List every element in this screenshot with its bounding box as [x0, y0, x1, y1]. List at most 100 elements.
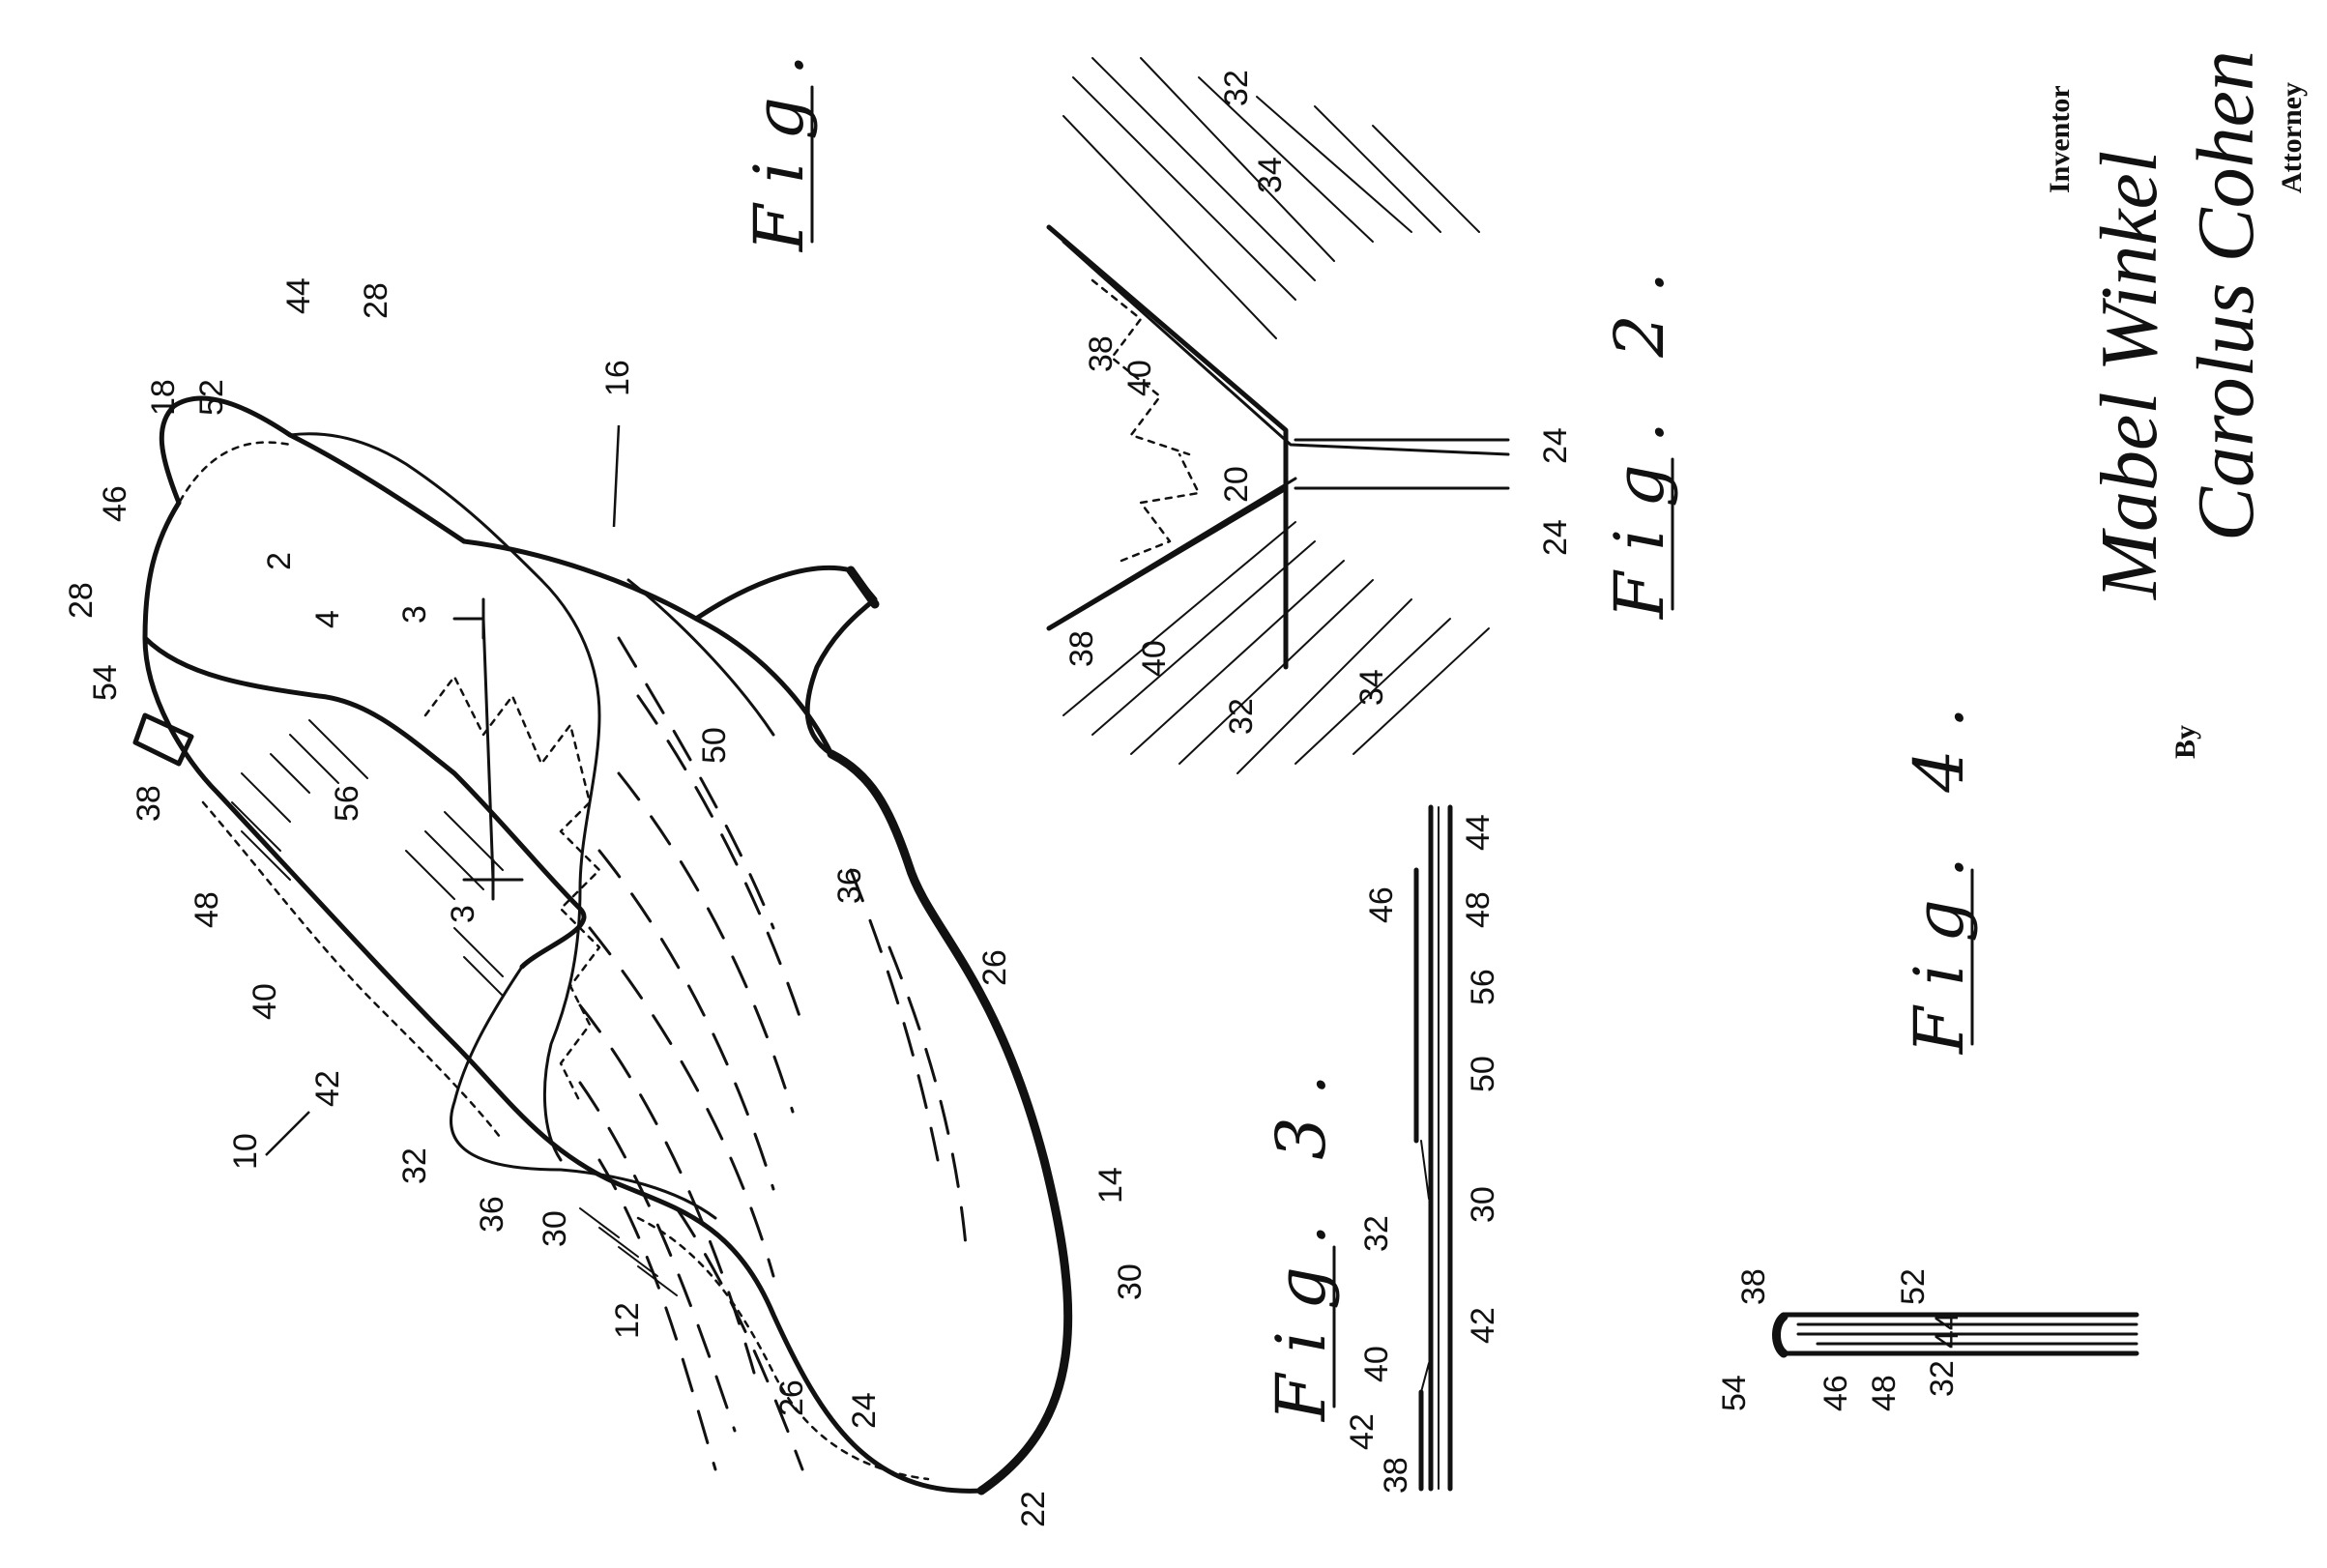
- fig1-upper-outline: [142, 500, 984, 1494]
- fig4-layers: [1796, 1322, 2138, 1346]
- fig2-ref-24a: 24: [1537, 427, 1574, 464]
- fig2-caption: Fig. 2.: [1600, 250, 1679, 621]
- fig1-heel-tip: [846, 566, 880, 609]
- fig1-ref-46: 46: [97, 485, 133, 522]
- fig3-ref-44: 44: [1460, 814, 1497, 851]
- fig2-ref-24b: 24: [1537, 519, 1574, 556]
- fig2-ref-32a: 32: [1218, 70, 1255, 106]
- fig1-heel: [461, 538, 878, 757]
- fig4-ref-46: 46: [1818, 1375, 1854, 1411]
- attorney-signature: Carolus Cohen: [2181, 50, 2271, 541]
- fig1-ref-22: 22: [1015, 1491, 1052, 1527]
- fig1-ref-12: 12: [609, 1302, 646, 1339]
- fig1-ref-26a: 26: [773, 1379, 810, 1416]
- fig1-lining-curve: [539, 578, 601, 1162]
- fig3-caption: Fig. 3.: [1262, 1053, 1341, 1423]
- inventor-label: Inventor: [2044, 85, 2076, 193]
- fig1-ref-40: 40: [247, 983, 283, 1020]
- fig2-inner-left: [1062, 240, 1510, 456]
- fig1-ref-26b: 26: [976, 949, 1013, 986]
- fig2-stitch-a: [1091, 278, 1191, 456]
- fig2-ref-32b: 32: [1223, 698, 1260, 735]
- fig4-ref-32: 32: [1924, 1360, 1961, 1397]
- fig3-ref-56: 56: [1465, 969, 1501, 1005]
- fig4-section: 38 54 52 46 48 44 32 Fig. 4.: [1716, 685, 2139, 1411]
- fig4-caption: Fig. 4.: [1900, 685, 1979, 1056]
- fig3-ref-46: 46: [1363, 886, 1400, 923]
- attorney-label: Attorney: [2276, 82, 2308, 193]
- fig3-ref-42b: 42: [1344, 1413, 1381, 1450]
- fig3-ref-38: 38: [1378, 1457, 1414, 1494]
- fig2-stitch-b: [1120, 452, 1201, 563]
- fig1-ref-24: 24: [846, 1392, 883, 1429]
- fig3-ref-50: 50: [1465, 1056, 1501, 1092]
- fig1-ref-28b: 28: [63, 582, 100, 619]
- fig1-ref-10: 10: [227, 1133, 264, 1170]
- fig1-section-line: [452, 597, 524, 901]
- fig1-ref-44: 44: [280, 277, 317, 314]
- fig1-ref-4: 4: [309, 610, 346, 628]
- fig3-ref-32: 32: [1358, 1215, 1395, 1252]
- fig1-ref-32: 32: [396, 1147, 433, 1184]
- fig2-gap: [1294, 438, 1510, 490]
- inventor-signature: Mabel Winkel: [2084, 151, 2174, 600]
- fig1-ref-3b: 3: [445, 905, 481, 923]
- fig2-hatch: [1062, 57, 1490, 774]
- fig2-ref-20: 20: [1218, 466, 1255, 503]
- fig1-tab: [132, 712, 194, 767]
- fig4-outer: [1781, 1312, 2139, 1356]
- fig1-side-stitch: [201, 800, 505, 1143]
- fig2-ref-38a: 38: [1083, 335, 1120, 372]
- fig4-ref-38: 38: [1735, 1268, 1772, 1305]
- fig1-ref-38: 38: [131, 785, 167, 822]
- fig1-ref-numerals: 10 12 14 16 18 22 24 26 26 28 28 30 30 3…: [63, 277, 1149, 1527]
- fig1-ref-28a: 28: [358, 282, 394, 319]
- fig1-ref-52: 52: [193, 379, 230, 416]
- fig1-ref-42: 42: [309, 1070, 346, 1107]
- fig2-ref-34b: 34: [1353, 669, 1390, 706]
- fig1-heel-stitch: [172, 441, 292, 514]
- fig4-ref-44: 44: [1929, 1312, 1965, 1349]
- fig1-ref-30b: 30: [1112, 1263, 1149, 1300]
- fig3-step: [1420, 1140, 1430, 1393]
- fig3-section: 44 46 48 56 50 30 32 42 40 42 38 Fig. 3.: [1262, 804, 1501, 1494]
- fig1-ref-16: 16: [599, 360, 636, 396]
- fig1-zigzag-stitch: [423, 675, 601, 1104]
- fig2-ref-40a: 40: [1121, 360, 1158, 396]
- fig1-insole-edge: [450, 965, 717, 1220]
- fig2-left-wall: [1046, 224, 1289, 670]
- fig2-ref-34a: 34: [1252, 157, 1289, 193]
- fig1-ref-36b: 36: [831, 867, 868, 904]
- fig3-ref-40: 40: [1358, 1346, 1395, 1382]
- fig1-sole-outline: [827, 749, 1073, 1495]
- fig2-ref-38b: 38: [1063, 630, 1100, 667]
- fig1-shoe: 10 12 14 16 18 22 24 26 26 28 28 30 30 3…: [63, 0, 1149, 1527]
- fig2-section: 32 34 38 40 20 24 24 38 40 34 32 Fig. 2.: [1046, 57, 1679, 774]
- fig1-dash-marks: [578, 636, 969, 1471]
- fig3-overlay: [1413, 867, 1424, 1492]
- fig2-inner-right: [1062, 477, 1297, 621]
- fig4-ref-54: 54: [1716, 1375, 1753, 1411]
- fig1-ref-14: 14: [1092, 1167, 1129, 1204]
- fig1-ref-18: 18: [145, 379, 182, 416]
- fig4-edge: [1772, 1312, 1789, 1358]
- fig1-ref-48: 48: [189, 891, 225, 928]
- fig3-ref-48: 48: [1460, 891, 1497, 928]
- fig1-hatch: [231, 719, 678, 1296]
- fig4-ref-48: 48: [1866, 1375, 1903, 1411]
- fig1-heel-back: [159, 395, 467, 544]
- fig4-ref-52: 52: [1895, 1268, 1932, 1305]
- fig1-ref-54: 54: [87, 664, 124, 701]
- fig1-ref-30a: 30: [537, 1210, 573, 1247]
- fig3-ref-42a: 42: [1465, 1307, 1501, 1344]
- fig1-ref-3a: 3: [396, 605, 433, 624]
- fig1-heel-line: [626, 578, 775, 737]
- fig1-ref-2: 2: [261, 552, 298, 570]
- by-label: By: [2169, 725, 2201, 759]
- fig1-ref-50: 50: [696, 727, 733, 764]
- fig1-topline: [142, 635, 587, 970]
- fig1-toe-stitch: [636, 1216, 930, 1481]
- fig2-ref-40b: 40: [1136, 640, 1173, 677]
